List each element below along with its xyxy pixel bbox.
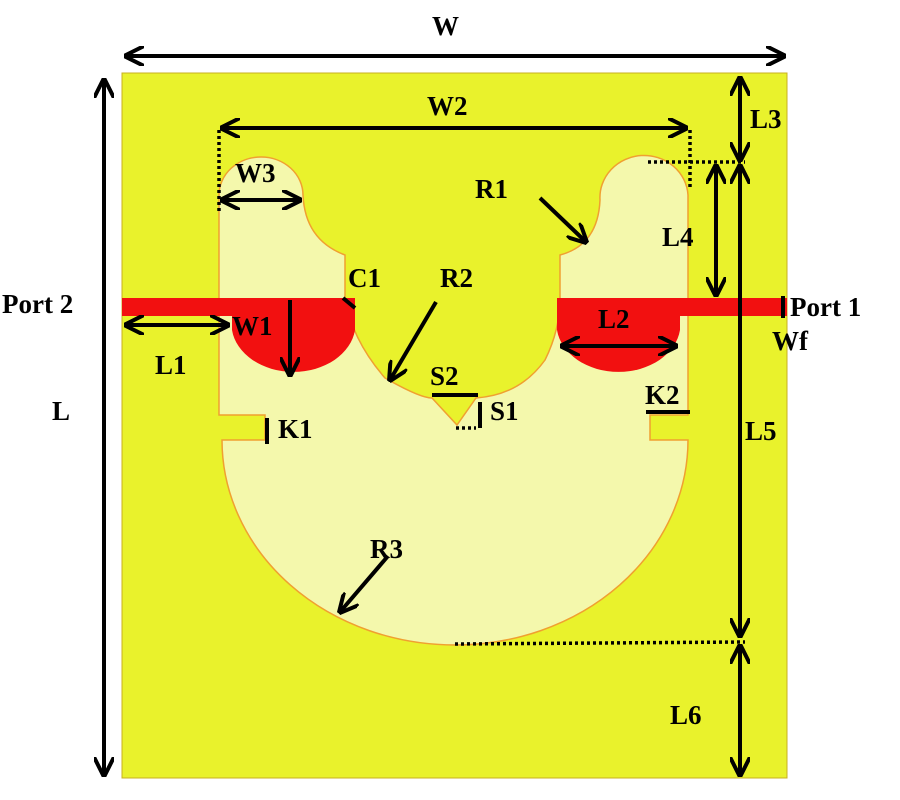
label-W1: W1	[232, 311, 273, 341]
label-L6: L6	[670, 700, 702, 730]
label-W3: W3	[235, 158, 276, 188]
feed-line-port2	[122, 298, 355, 372]
label-L4: L4	[662, 222, 694, 252]
label-L3: L3	[750, 104, 782, 134]
label-W2: W2	[427, 91, 468, 121]
label-C1: C1	[348, 263, 381, 293]
label-L: L	[52, 396, 70, 426]
label-S2: S2	[430, 361, 459, 391]
label-port1: Port 1	[790, 292, 861, 322]
label-L5: L5	[745, 416, 777, 446]
label-R2: R2	[440, 263, 473, 293]
label-L2: L2	[598, 304, 630, 334]
label-K1: K1	[278, 414, 313, 444]
label-K2: K2	[645, 380, 680, 410]
label-S1: S1	[490, 396, 519, 426]
label-R3: R3	[370, 534, 403, 564]
label-W: W	[432, 11, 459, 41]
label-port2: Port 2	[2, 289, 73, 319]
radiating-patch	[218, 154, 689, 646]
label-R1: R1	[475, 174, 508, 204]
label-L1: L1	[155, 350, 187, 380]
label-Wf: Wf	[772, 326, 809, 356]
